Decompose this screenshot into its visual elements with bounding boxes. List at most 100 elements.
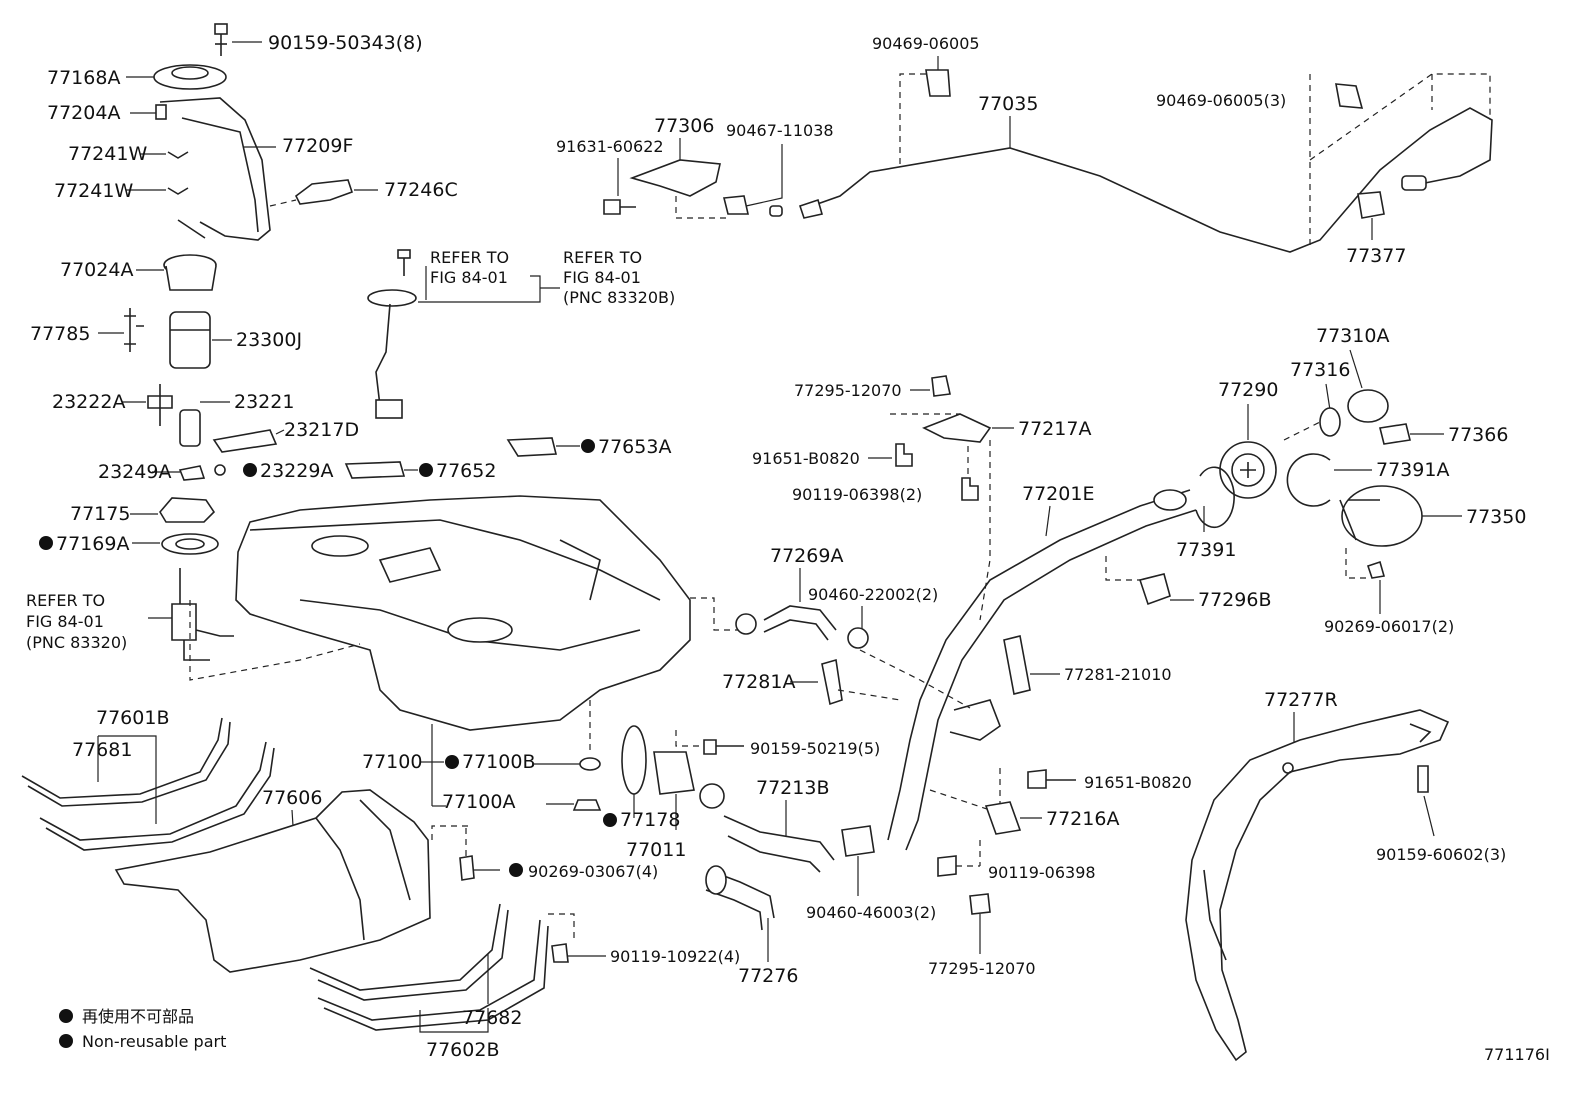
part-label-90269-06017-2: 90269-06017(2) (1324, 617, 1454, 636)
part-label-77217A: 77217A (1018, 418, 1091, 440)
legend-jp-text: 再使用不可部品 (82, 1007, 194, 1026)
part-label-77785: 77785 (30, 323, 90, 345)
pump-assembly-group: 90159-50343(8) 77168A 77204A 77209F 7724… (30, 23, 458, 661)
part-label-90269-03067-4: 90269-03067(4) (528, 862, 658, 881)
non-reusable-marker (419, 463, 433, 477)
part-label-77296B: 77296B (1198, 589, 1271, 611)
part-label-77246C: 77246C (384, 179, 458, 201)
part-label-77175: 77175 (70, 503, 130, 525)
fuel-pump-icon (179, 409, 201, 447)
part-label-23221: 23221 (234, 391, 294, 413)
fuel-cap-icon (1347, 389, 1389, 423)
clip-icon (969, 893, 991, 915)
hose-clamp-icon (699, 783, 725, 809)
refer-note-a-line1: REFER TO (430, 248, 509, 267)
part-label-77100: 77100 (362, 751, 422, 773)
gasket-icon (161, 533, 219, 555)
tether-ring-icon (1195, 466, 1235, 529)
part-label-90460-22002-2: 90460-22002(2) (808, 585, 938, 604)
part-label-77241W-2: 77241W (54, 180, 133, 202)
filler-hose-group: 77178 77011 90159-50219(5) 77213B 90460-… (603, 725, 936, 987)
hose-clamp-icon (841, 825, 875, 857)
part-label-90460-46003-2: 90460-46003(2) (806, 903, 936, 922)
part-label-77391A: 77391A (1376, 459, 1449, 481)
part-label-77277R: 77277R (1264, 689, 1338, 711)
non-reusable-marker (39, 536, 53, 550)
part-label-77682: 77682 (462, 1007, 522, 1029)
part-label-77391: 77391 (1176, 539, 1236, 561)
part-label-90119-06398: 90119-06398 (988, 863, 1096, 882)
part-label-77100A: 77100A (442, 791, 515, 813)
part-label-77350: 77350 (1466, 506, 1526, 528)
part-label-23249A: 23249A (98, 461, 171, 483)
refer-note-a-line2: FIG 84-01 (430, 268, 508, 287)
part-label-77201E: 77201E (1022, 483, 1094, 505)
part-label-77290: 77290 (1218, 379, 1278, 401)
part-label-23222A: 23222A (52, 391, 125, 413)
part-label-77168A: 77168A (47, 67, 120, 89)
bolt-icon (1027, 769, 1076, 789)
part-label-77281-21010: 77281-21010 (1064, 665, 1172, 684)
part-label-90159-50343: 90159-50343(8) (268, 32, 423, 54)
part-label-77213B: 77213B (756, 777, 829, 799)
part-label-77316: 77316 (1290, 359, 1350, 381)
fuel-tank-icon (235, 495, 691, 731)
tank-strap-icon (317, 919, 541, 1021)
part-label-77241W-1: 77241W (68, 143, 147, 165)
part-label-77178: 77178 (620, 809, 680, 831)
tank-opening-icon (311, 535, 369, 557)
refer-note-b-line1: REFER TO (563, 248, 642, 267)
part-label-77281A: 77281A (722, 671, 795, 693)
gasket-icon (621, 725, 647, 795)
clip-icon (1138, 573, 1171, 606)
part-label-77295-12070-b: 77295-12070 (928, 959, 1036, 978)
refer-note-b-line2: FIG 84-01 (563, 268, 641, 287)
part-label-77601B: 77601B (96, 707, 169, 729)
refer-note-c-line3: (PNC 83320) (26, 633, 127, 652)
opener-cable-icon (805, 107, 1493, 253)
part-label-77024A: 77024A (60, 259, 133, 281)
lever-bracket-icon (629, 159, 721, 197)
fuel-tube-icon (159, 97, 271, 241)
tank-protector-icon (114, 789, 431, 973)
bracket-icon (984, 801, 1022, 835)
part-label-77306: 77306 (654, 115, 714, 137)
retainer-ring-icon (153, 64, 227, 90)
part-label-77204A: 77204A (47, 102, 120, 124)
part-label-91631-60622: 91631-60622 (556, 137, 664, 156)
refer-note-b-line3: (PNC 83320B) (563, 288, 675, 307)
gasket-icon (1319, 407, 1341, 437)
sender-plate-icon (367, 289, 417, 307)
fuel-filter-icon (169, 311, 211, 369)
part-label-90119-10922-4: 90119-10922(4) (610, 947, 740, 966)
part-label-77377: 77377 (1346, 245, 1406, 267)
filler-neck-group: 77295-12070 77217A 91651-B0820 90119-063… (752, 325, 1526, 851)
bolt-icon (895, 443, 913, 467)
bracket-icon (821, 658, 843, 706)
tank-pad-icon (506, 437, 558, 457)
tank-strap-icon (39, 741, 267, 841)
part-label-90159-50219-5: 90159-50219(5) (750, 739, 880, 758)
refer-note-c-line2: FIG 84-01 (26, 612, 104, 631)
hose-icon (763, 605, 837, 631)
fender-liner-icon (1185, 709, 1450, 1062)
tank-strap-icon (21, 717, 223, 799)
bracket-icon (1003, 635, 1031, 695)
lock-actuator-icon (1357, 191, 1385, 219)
filler-bracket-icon (922, 413, 992, 443)
tether-ring-icon (1286, 453, 1331, 507)
part-label-77011: 77011 (626, 839, 686, 861)
retainer-icon (159, 497, 216, 523)
non-reusable-marker-legend (59, 1009, 73, 1023)
legend: 再使用不可部品 Non-reusable part (59, 1007, 226, 1051)
lid-opener-cable-group: 90469-06005 77035 90469-06005(3) 77377 7… (556, 34, 1493, 267)
non-reusable-marker-legend (59, 1034, 73, 1048)
valve-icon (147, 384, 173, 426)
part-label-77310A: 77310A (1316, 325, 1389, 347)
sender-gauge-group (367, 249, 427, 419)
part-label-90467-11038: 90467-11038 (726, 121, 834, 140)
screw-icon (1366, 560, 1386, 579)
part-label-90119-06398-2: 90119-06398(2) (792, 485, 922, 504)
part-label-23229A: 23229A (260, 460, 333, 482)
refer-note-c-line1: REFER TO (26, 591, 105, 610)
